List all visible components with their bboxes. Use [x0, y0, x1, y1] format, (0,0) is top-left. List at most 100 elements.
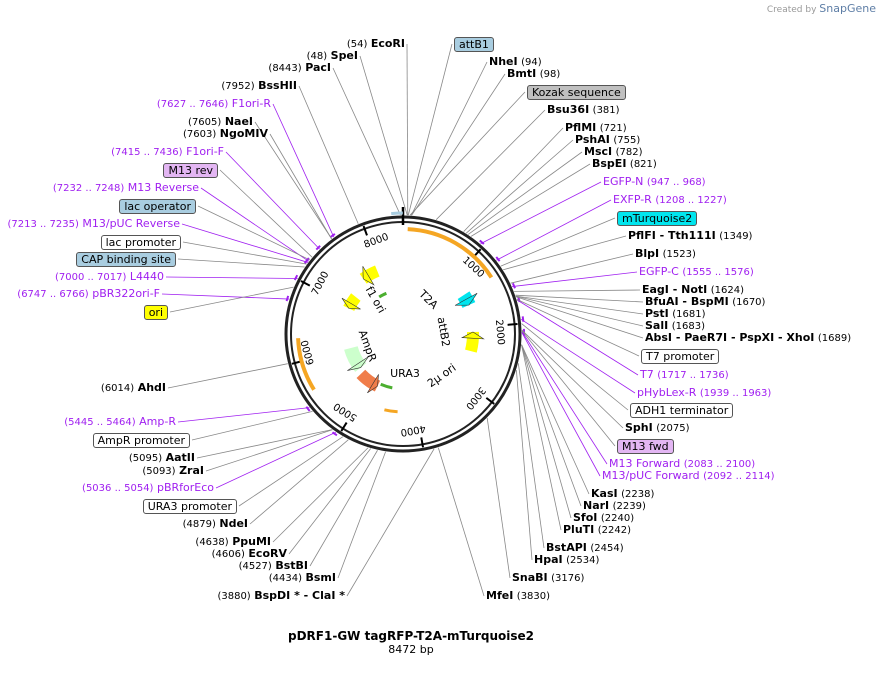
site-coordinate: (2240): [600, 513, 635, 524]
enzyme-name: BstAPI: [546, 541, 587, 554]
enzyme-name: EcoRI: [370, 37, 405, 50]
map-label-zrai: (5093) ZraI: [142, 464, 204, 478]
map-label-pflfi: PflFI - Tth111I (1349): [628, 229, 752, 243]
feature-box-text: M13 rev: [168, 164, 213, 177]
site-coordinate: (821): [629, 159, 657, 170]
primer-name: EXFP-R: [613, 193, 652, 206]
leader-line-m13puc: [181, 223, 309, 263]
map-label-mfei: MfeI (3830): [486, 589, 550, 603]
map-label-msci: MscI (782): [584, 145, 643, 159]
leader-line-pbr322: [161, 293, 290, 300]
backbone-inner-ring: [290, 221, 516, 447]
feature-box-text: CAP binding site: [81, 253, 171, 266]
map-label-pluti: PluTI (2242): [563, 523, 631, 537]
leader-line-pbrforeco: [215, 431, 336, 489]
primer-name: F1ori-F: [186, 145, 224, 158]
leader-line-naei: [254, 121, 332, 239]
map-label-attb1: attB1: [454, 37, 494, 52]
tick-label: 5000: [332, 400, 359, 423]
primer-name: L4440: [129, 270, 164, 283]
leader-line-kozak: [409, 91, 526, 216]
map-label-mturq: mTurquoise2: [617, 211, 698, 226]
leader-line-bsshii: [298, 85, 359, 224]
site-coordinate: (1523): [662, 249, 696, 260]
enzyme-name: MfeI: [486, 589, 514, 602]
tick-mark: [485, 397, 495, 405]
enzyme-name: EcoRV: [248, 547, 287, 560]
site-coordinate: (1624): [710, 285, 745, 296]
leader-line-ngomiv: [269, 133, 332, 240]
map-label-pbr322: (6747 .. 6766) pBR322ori-F: [17, 287, 160, 301]
feature-box-text: lac promoter: [105, 236, 176, 249]
site-coordinate: (6747 .. 6766): [17, 289, 89, 300]
leader-line-pshai: [465, 139, 574, 234]
leader-line-mturq: [500, 217, 616, 267]
leader-line-nari: [521, 344, 582, 507]
site-coordinate: (3880): [217, 591, 251, 602]
ampr-arrow-head: [347, 356, 369, 371]
leader-line-bsmi: [337, 451, 386, 579]
site-coordinate: (7605): [188, 117, 222, 128]
enzyme-name: SfoI: [573, 511, 598, 524]
leader-line-ndei: [249, 439, 349, 525]
enzyme-name: SalI: [645, 319, 669, 332]
map-label-f1orif: (7415 .. 7436) F1ori-F: [111, 145, 224, 159]
map-label-naei: (7605) NaeI: [188, 115, 253, 129]
map-label-ecorv: (4606) EcoRV: [212, 547, 287, 561]
leader-line-t7: [516, 299, 639, 376]
lac-small-arrow: [378, 291, 387, 299]
leader-line-ppumi: [272, 447, 369, 543]
leader-line-m13fwd: [521, 330, 616, 447]
primer-name: M13/pUC Forward: [602, 469, 700, 482]
site-coordinate: (2534): [566, 555, 600, 566]
enzyme-name: Bsu36I: [547, 103, 590, 116]
attb1-feature-arc: [391, 211, 403, 216]
leader-line-zrai: [205, 429, 333, 472]
site-coordinate: (1349): [719, 231, 753, 242]
map-label-ura3prom: URA3 promoter: [142, 499, 237, 514]
site-coordinate: (4527): [238, 561, 272, 572]
tick-mark: [420, 437, 425, 448]
enzyme-name: NarI: [583, 499, 610, 512]
primer-site-mark: [305, 406, 311, 412]
leader-line-bsu36i: [435, 109, 546, 221]
feature-label-attb2: attB2: [434, 316, 452, 348]
leader-line-bmti: [411, 73, 506, 216]
enzyme-name: BfuAI - BspMI: [645, 295, 729, 308]
2u-ori-arrow-head: [460, 331, 485, 340]
leader-line-pflmi: [463, 127, 564, 232]
site-coordinate: (7627 .. 7646): [156, 99, 229, 110]
primer-name: T7: [640, 368, 654, 381]
primer-name: EGFP-C: [639, 265, 679, 278]
enzyme-name: PflMI: [565, 121, 597, 134]
map-label-lacop: lac operator: [119, 199, 196, 214]
map-label-f1orir: (7627 .. 7646) F1ori-R: [157, 97, 271, 111]
map-label-bstapi: BstAPI (2454): [546, 541, 624, 555]
tick-label: 4000: [400, 422, 427, 437]
map-label-eagi: EagI - NotI (1624): [642, 283, 744, 297]
map-label-adh1: ADH1 terminator: [630, 403, 734, 418]
map-label-nari: NarI (2239): [583, 499, 646, 513]
leader-line-m13reverse: [200, 187, 310, 262]
map-label-m13fwd: M13 fwd: [617, 439, 674, 454]
leader-line-aatii: [196, 429, 333, 459]
map-label-m13reverse: (7232 .. 7248) M13 Reverse: [53, 181, 199, 195]
enzyme-name: AbsI - PaeR7I - PspXI - XhoI: [645, 331, 815, 344]
feature-box-text: lac operator: [124, 200, 191, 213]
leader-line-msci: [467, 151, 583, 235]
map-label-bsmi: (4434) BsmI: [269, 571, 336, 585]
feature-label-2-ori: 2µ ori: [425, 361, 459, 390]
tick-mark: [300, 280, 311, 287]
site-coordinate: (7000 .. 7017): [54, 272, 127, 283]
map-label-ppumi: (4638) PpuMI: [195, 535, 271, 549]
primer-name: M13 Forward: [609, 457, 681, 470]
primer-site-mark: [303, 258, 309, 265]
leader-line-eagi: [514, 289, 641, 292]
primer-name: EGFP-N: [603, 175, 644, 188]
leader-line-bfuai: [515, 294, 644, 303]
enzyme-name: PpuMI: [232, 535, 271, 548]
leader-line-ampr_p: [177, 407, 310, 423]
enzyme-name: PstI: [645, 307, 669, 320]
map-label-psti: PstI (1681): [645, 307, 706, 321]
